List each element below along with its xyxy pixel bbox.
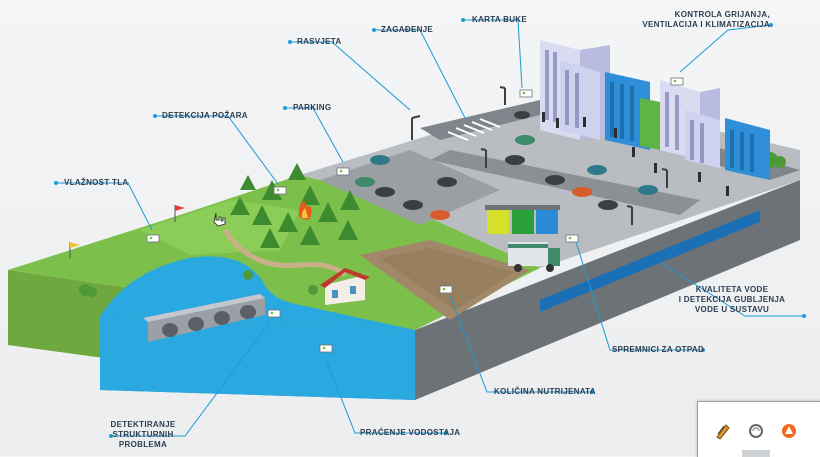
label-detektiranje-line-1: DETEKTIRANJE	[110, 420, 176, 429]
lake-front	[100, 316, 415, 400]
parking-lot	[320, 150, 500, 225]
bridge	[143, 294, 265, 342]
label-kolicina-nutrijenata: KOLIČINA NUTRIJENATA	[494, 387, 596, 396]
cloud-sync-icon[interactable]	[743, 418, 769, 444]
label-parking: PARKING	[293, 103, 332, 112]
label-spremnici: SPREMNICI ZA OTPAD	[612, 345, 705, 354]
street-lights	[411, 86, 668, 225]
label-kvaliteta-line-1: KVALITETA VODE	[695, 285, 769, 294]
tray-selected-highlight	[742, 450, 770, 457]
label-detekcija-pozara: DETEKCIJA POŽARA	[162, 111, 248, 120]
system-tray-popup	[697, 401, 820, 457]
label-kontrola-line-1: KONTROLA GRIJANJA,	[674, 10, 770, 19]
pipe-strip	[540, 210, 760, 312]
pedestrians	[542, 112, 729, 196]
label-kontrola-line-2: VENTILACIJA I KLIMATIZACIJA	[642, 20, 770, 29]
road-lower	[430, 150, 700, 215]
sensors	[146, 77, 684, 353]
sensor-dots	[149, 79, 677, 350]
label-karta-buke: KARTA BUKE	[472, 15, 527, 24]
label-pracenje-vodostaja: PRAĆENJE VODOSTAJA	[360, 428, 461, 437]
hand-cursor-icon	[213, 212, 226, 227]
golf-flag-red	[174, 205, 185, 222]
city-buildings	[540, 40, 770, 180]
forest	[230, 163, 360, 248]
label-detektiranje-line-2: STRUKTURNIH	[112, 430, 174, 439]
label-kvaliteta-line-3: VODE U SUSTAVU	[694, 305, 770, 314]
label-zagadjenje: ZAGAĐENJE	[381, 25, 434, 34]
dirt-path	[222, 228, 347, 277]
label-rasvjeta: RASVJETA	[297, 37, 342, 46]
field-stripes	[380, 248, 515, 310]
farm-house	[320, 268, 370, 305]
callout-dots	[54, 18, 806, 438]
label-vlaznost-tla: VLAŽNOST TLA	[64, 178, 129, 187]
callout-lines	[56, 19, 804, 437]
golf-flag-yellow	[69, 242, 80, 258]
garbage-truck	[508, 242, 560, 272]
paint-tool-icon[interactable]	[710, 418, 736, 444]
cars	[355, 111, 658, 220]
fire	[298, 200, 312, 220]
label-detektiranje: DETEKTIRANJE STRUKTURNIH PROBLEMA	[108, 420, 178, 450]
label-detektiranje-line-3: PROBLEMA	[118, 440, 168, 449]
label-kvaliteta-line-2: I DETEKCIJA GUBLJENJA	[678, 295, 786, 304]
label-kvaliteta-vode: KVALITETA VODE I DETEKCIJA GUBLJENJA VOD…	[672, 285, 792, 315]
waste-containers	[485, 205, 560, 234]
label-kontrola-grijanja: KONTROLA GRIJANJA, VENTILACIJA I KLIMATI…	[630, 10, 770, 30]
avast-shield-icon[interactable]	[776, 418, 802, 444]
zebra-crossing	[447, 118, 501, 141]
